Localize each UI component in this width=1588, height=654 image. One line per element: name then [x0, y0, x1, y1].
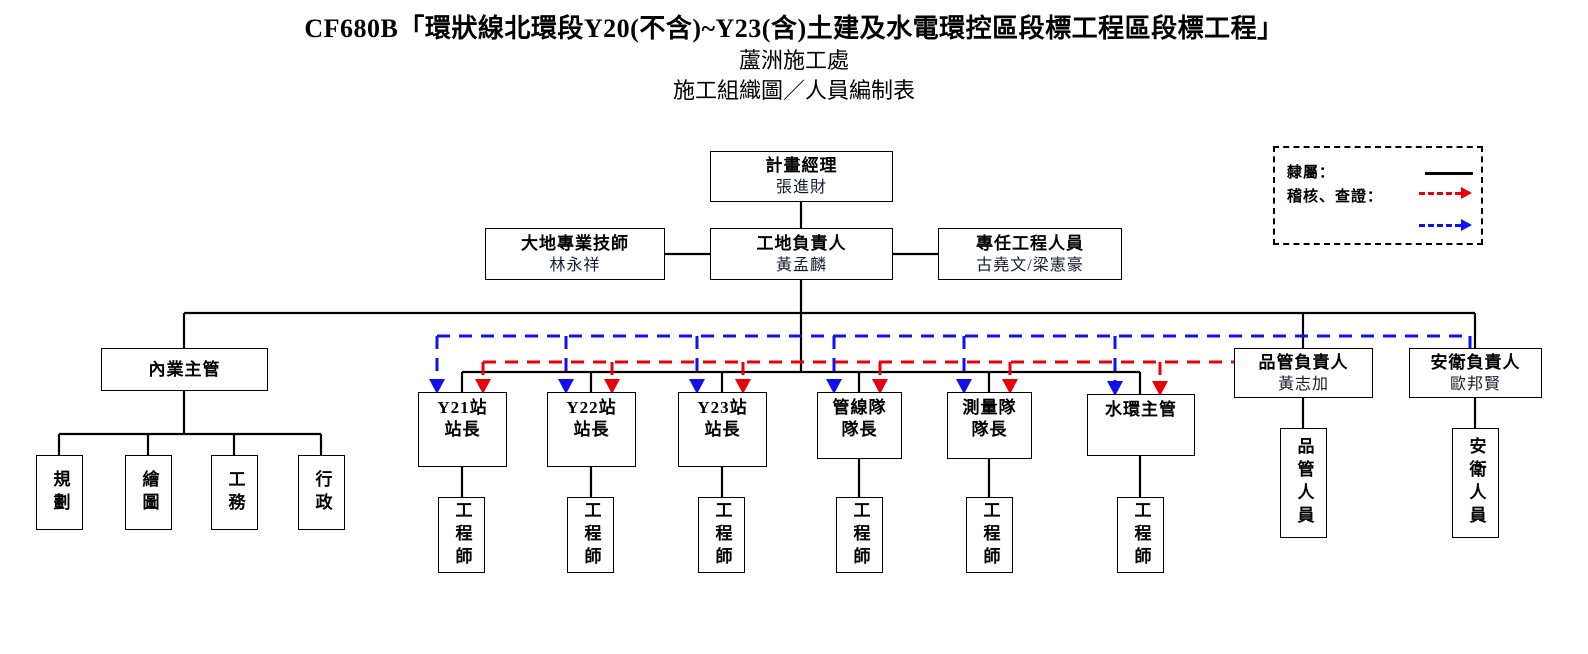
page-title: CF680B「環狀線北環段Y20(不含)~Y23(含)土建及水電環控區段標工程區… — [304, 14, 1284, 43]
node-office-supervisor[interactable]: 內業主管 — [101, 348, 268, 391]
node-title: 工程師 — [581, 500, 601, 570]
legend-row-audit: 稽核、查證： — [1287, 185, 1383, 206]
legend-blue-arrow-icon — [1461, 219, 1472, 231]
node-subtitle: 站長 — [444, 420, 481, 439]
legend-dashed-red-line-swatch — [1419, 192, 1461, 195]
node-subtitle: 站長 — [573, 420, 610, 439]
node-title: 工程師 — [980, 500, 1000, 570]
node-field-unit-pipeline[interactable]: 管線隊 隊長 — [817, 392, 902, 459]
node-title: 工地負責人 — [756, 233, 847, 253]
node-office-child-drafting[interactable]: 繪圖 — [125, 455, 172, 530]
node-title: 安衛人員 — [1466, 437, 1486, 529]
node-field-unit-survey[interactable]: 測量隊 隊長 — [947, 392, 1032, 459]
node-title: 品管人員 — [1294, 437, 1314, 529]
page-subtitle-2: 施工組織圖／人員編制表 — [672, 78, 915, 103]
node-title: 管線隊 — [832, 398, 887, 417]
node-field-unit-y23-engineer[interactable]: 工程師 — [698, 497, 745, 573]
node-title: Y21站 — [437, 398, 488, 417]
node-office-child-admin[interactable]: 行政 — [298, 455, 345, 530]
node-subtitle: 隊長 — [971, 420, 1008, 439]
node-dedicated-engineer[interactable]: 專任工程人員 古堯文/梁憲豪 — [938, 228, 1122, 280]
node-title: 內業主管 — [148, 359, 221, 379]
node-geotech-engineer[interactable]: 大地專業技師 林永祥 — [485, 228, 665, 280]
node-field-unit-y22-engineer[interactable]: 工程師 — [567, 497, 614, 573]
node-title: 工程師 — [712, 500, 732, 570]
node-person-name: 古堯文/梁憲豪 — [976, 256, 1084, 274]
node-title: Y23站 — [697, 398, 748, 417]
legend-box: 隸屬： 稽核、查證： — [1273, 146, 1483, 245]
node-person-name: 張進財 — [775, 179, 827, 196]
legend-label: 稽核、查證： — [1287, 189, 1384, 205]
node-person-name: 黃志加 — [1277, 375, 1329, 393]
legend-solid-line-swatch — [1425, 172, 1473, 175]
legend-red-arrow-icon — [1461, 187, 1472, 199]
node-title: 規劃 — [50, 469, 70, 516]
node-safety-staff[interactable]: 安衛人員 — [1452, 428, 1499, 538]
node-title: 繪圖 — [139, 469, 159, 516]
node-title: 水環主管 — [1105, 400, 1177, 419]
node-qc-lead[interactable]: 品管負責人 黃志加 — [1234, 348, 1373, 398]
legend-row-affiliation: 隸屬： — [1287, 161, 1335, 182]
node-field-unit-y21[interactable]: Y21站 站長 — [418, 392, 507, 467]
node-person-name: 林永祥 — [549, 256, 601, 274]
node-project-manager[interactable]: 計畫經理 張進財 — [710, 151, 893, 202]
node-field-unit-pipeline-engineer[interactable]: 工程師 — [836, 497, 883, 573]
node-field-unit-water-env[interactable]: 水環主管 — [1087, 394, 1195, 456]
page-subtitle: 蘆洲施工處 — [738, 48, 849, 73]
node-title: 工程師 — [850, 500, 870, 570]
node-title: 大地專業技師 — [521, 233, 629, 253]
node-title: 工程師 — [452, 500, 472, 570]
node-field-unit-y22[interactable]: Y22站 站長 — [547, 392, 636, 467]
node-title: 工程師 — [1131, 500, 1151, 570]
node-subtitle: 隊長 — [841, 420, 878, 439]
node-title: Y22站 — [566, 398, 617, 417]
node-field-unit-y23[interactable]: Y23站 站長 — [678, 392, 767, 467]
node-safety-lead[interactable]: 安衛負責人 歐邦賢 — [1409, 348, 1542, 398]
node-qc-staff[interactable]: 品管人員 — [1280, 428, 1327, 538]
legend-dashed-blue-line-swatch — [1419, 224, 1461, 227]
node-office-child-planning[interactable]: 規劃 — [36, 455, 83, 530]
node-site-manager[interactable]: 工地負責人 黃孟麟 — [710, 228, 893, 280]
node-office-child-works[interactable]: 工務 — [211, 455, 258, 530]
node-subtitle: 站長 — [704, 420, 741, 439]
node-title: 計畫經理 — [765, 156, 838, 175]
chart-title-block: CF680B「環狀線北環段Y20(不含)~Y23(含)土建及水電環控區段標工程區… — [0, 12, 1588, 106]
node-title: 品管負責人 — [1258, 352, 1349, 372]
node-field-unit-survey-engineer[interactable]: 工程師 — [966, 497, 1013, 573]
node-title: 測量隊 — [962, 398, 1017, 417]
node-title: 行政 — [312, 469, 332, 516]
node-field-unit-water-env-engineer[interactable]: 工程師 — [1117, 497, 1164, 573]
node-field-unit-y21-engineer[interactable]: 工程師 — [438, 497, 485, 573]
node-title: 工務 — [225, 469, 245, 516]
node-person-name: 歐邦賢 — [1449, 375, 1501, 393]
node-title: 安衛負責人 — [1430, 352, 1521, 372]
node-person-name: 黃孟麟 — [775, 256, 827, 274]
node-title: 專任工程人員 — [976, 233, 1084, 253]
legend-label: 隸屬： — [1287, 165, 1336, 181]
